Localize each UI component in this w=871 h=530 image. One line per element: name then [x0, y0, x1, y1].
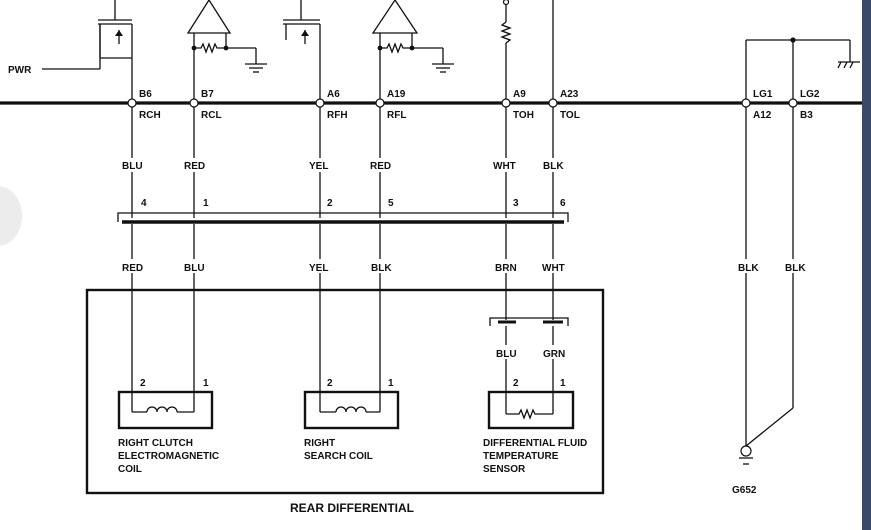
- pin-label: B7: [201, 89, 214, 100]
- component-pin-number: 2: [327, 378, 333, 389]
- amplifier-icon: [371, 0, 454, 73]
- connector-pin-number: 2: [327, 198, 333, 209]
- wire-color-label: YEL: [309, 161, 328, 172]
- signal-label: TOL: [560, 110, 580, 121]
- component-pin-number: 1: [560, 378, 566, 389]
- component-pin-number: 2: [513, 378, 519, 389]
- wire-color-label: WHT: [542, 263, 565, 274]
- wire-color-label: BLK: [738, 263, 759, 274]
- pin-label: A19: [387, 89, 406, 100]
- component-name: RIGHT: [304, 438, 335, 449]
- ground-wiring: [745, 37, 860, 103]
- connector-pin-number: 6: [560, 198, 566, 209]
- signal-label: RCL: [201, 110, 222, 121]
- wire-color-label: BLK: [543, 161, 564, 172]
- pullup-resistor-icon: [500, 0, 512, 103]
- component-name: COIL: [118, 464, 142, 475]
- ground-point-label: G652: [732, 485, 757, 496]
- wire-color-label: RED: [370, 161, 391, 172]
- pwr-label: PWR: [8, 65, 32, 76]
- pin-label: A12: [753, 110, 772, 121]
- pin-label: A23: [560, 89, 579, 100]
- driver-transistor-icon: [283, 0, 321, 58]
- wire-color-label: GRN: [543, 349, 565, 360]
- connector-pin-number: 3: [513, 198, 519, 209]
- wire-color-label: BLK: [785, 263, 806, 274]
- wire-color-label: BLU: [496, 349, 517, 360]
- component-pin-number: 1: [388, 378, 394, 389]
- wire-color-label: BLK: [371, 263, 392, 274]
- harness-connector: [117, 212, 569, 224]
- page-shadow: [0, 186, 22, 246]
- amplifier-icon: [186, 0, 267, 73]
- signal-label: RFL: [387, 110, 406, 121]
- ground-wires: [745, 107, 794, 447]
- component-name: ELECTROMAGNETIC: [118, 451, 219, 462]
- clutch-coil-icon: [117, 378, 214, 430]
- connector-pin-number: 1: [203, 198, 209, 209]
- harness-wires-lower: [131, 224, 554, 378]
- pin-label: LG2: [800, 89, 820, 100]
- signal-label: RFH: [327, 110, 348, 121]
- wire-color-label: WHT: [493, 161, 516, 172]
- component-name: SENSOR: [483, 464, 526, 475]
- rear-differential-title: REAR DIFFERENTIAL: [290, 501, 414, 515]
- wire-color-label: BRN: [495, 263, 517, 274]
- pin-label: LG1: [753, 89, 773, 100]
- connector-pin-number: 5: [388, 198, 394, 209]
- pin-label: A9: [513, 89, 526, 100]
- temperature-sensor-icon: [487, 378, 575, 430]
- search-coil-icon: [303, 378, 400, 430]
- rear-differential-box: [85, 288, 605, 495]
- connector-pin-number: 4: [141, 198, 147, 209]
- pin-label: B6: [139, 89, 152, 100]
- driver-transistor-icon: [98, 0, 133, 59]
- sensor-connector: [489, 317, 569, 326]
- signal-label: TOH: [513, 110, 534, 121]
- wire-color-label: YEL: [309, 263, 328, 274]
- component-name: SEARCH COIL: [304, 451, 373, 462]
- component-pin-number: 2: [140, 378, 146, 389]
- pin-label: A6: [327, 89, 340, 100]
- component-pin-number: 1: [203, 378, 209, 389]
- wire-color-label: RED: [122, 263, 143, 274]
- component-name: TEMPERATURE: [483, 451, 559, 462]
- component-name: DIFFERENTIAL FLUID: [483, 438, 587, 449]
- window-edge-scrollbar[interactable]: [862, 0, 871, 530]
- component-name: RIGHT CLUTCH: [118, 438, 193, 449]
- wire-color-label: RED: [184, 161, 205, 172]
- ground-point-icon: [739, 445, 753, 465]
- pin-label: B3: [800, 110, 813, 121]
- signal-label: RCH: [139, 110, 161, 121]
- wire-color-label: BLU: [122, 161, 143, 172]
- wire-color-label: BLU: [184, 263, 205, 274]
